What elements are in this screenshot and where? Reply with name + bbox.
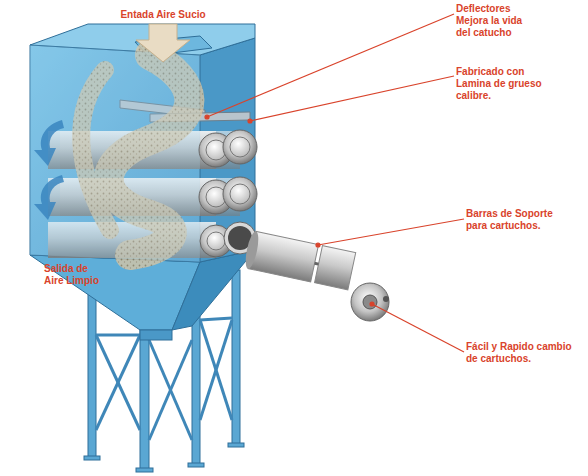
housing-face (30, 45, 200, 262)
brace (96, 334, 140, 337)
leader-dot (248, 119, 252, 123)
leader-lines (205, 14, 464, 352)
leg-foot (188, 463, 204, 467)
cartridge-cap (223, 130, 257, 164)
removed-cartridge (243, 230, 356, 289)
cap-ring (207, 232, 225, 250)
hopper-face (30, 255, 200, 330)
flow-arrow (34, 175, 64, 220)
cap-ring (230, 184, 250, 204)
brace (96, 335, 140, 430)
leader-line (318, 219, 464, 245)
callout-label: Deflectores Mejora la vida del catucho (456, 3, 536, 39)
housing (30, 24, 255, 262)
brace (200, 320, 232, 420)
leader-dot (370, 302, 374, 306)
cross-braces (96, 318, 232, 440)
brace (200, 318, 232, 320)
cartridge (315, 246, 356, 290)
callout-label: Entada Aire Sucio (98, 9, 228, 21)
flow-arrow (34, 120, 64, 166)
cap-knob (383, 296, 389, 302)
leg (88, 280, 96, 458)
hopper-outlet (140, 330, 172, 340)
brace (96, 335, 140, 430)
callout-label: Salida de Aire Limpio (44, 263, 106, 287)
callout-label: Fabricado con Lamina de grueso calibre. (456, 66, 548, 102)
leader-dot (316, 243, 320, 247)
cap-ring (230, 137, 250, 157)
brace (149, 340, 192, 440)
brace (149, 340, 192, 440)
cartridge (248, 231, 319, 281)
cartridge-end (243, 230, 261, 269)
leader-dot (205, 115, 209, 119)
cap-hub (363, 295, 377, 309)
leader-line (250, 76, 454, 121)
removable-cap (351, 283, 389, 321)
leg (140, 320, 149, 470)
cartridge-caps (199, 130, 257, 257)
callout-label: Fácil y Rapido cambio de cartuchos. (466, 341, 576, 365)
inlet-arrow (136, 24, 190, 62)
leader-line (372, 304, 464, 352)
leader-line (207, 14, 454, 117)
support-bar (315, 262, 319, 266)
cartridge-cap (351, 283, 389, 321)
hopper-side (172, 250, 255, 330)
clean-air-arrows (34, 120, 64, 220)
brace (200, 320, 232, 420)
callout-label: Barras de Soporte para cartuchos. (466, 208, 564, 232)
cartridge-cap (223, 177, 257, 211)
leg-foot (84, 456, 100, 460)
leg-foot (136, 468, 153, 472)
housing-glass (30, 45, 200, 262)
leg-foot (228, 443, 244, 447)
leg (232, 270, 240, 445)
